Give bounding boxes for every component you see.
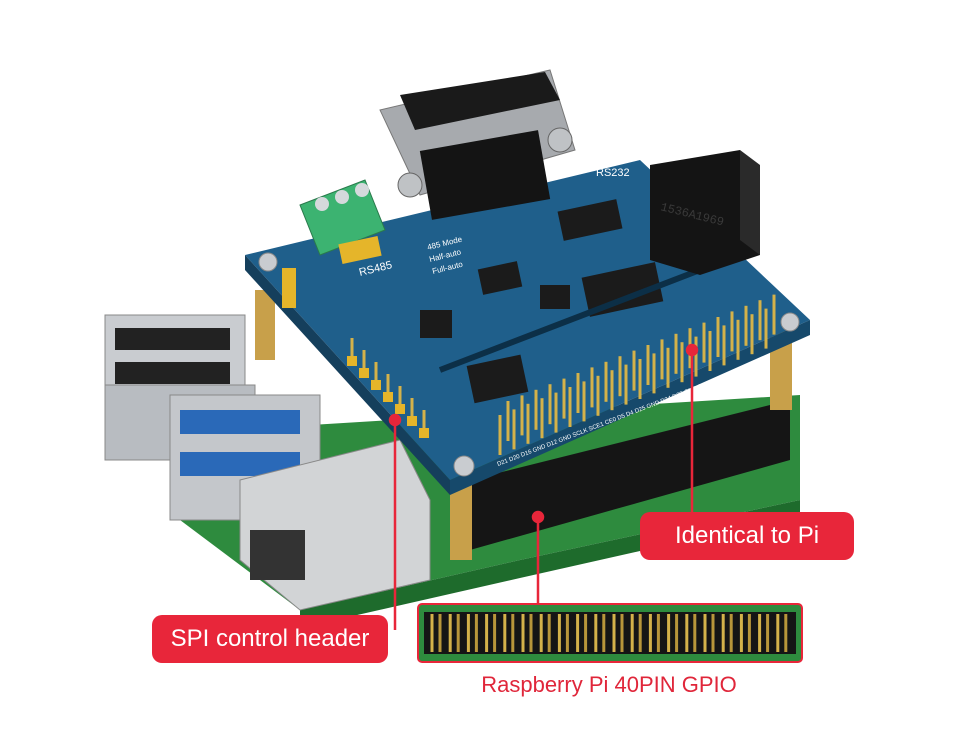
db9-connector-icon [379,69,576,220]
gpio-caption: Raspberry Pi 40PIN GPIO [481,672,737,697]
header-pin-base [395,404,405,414]
spi-header [347,338,429,438]
isolation-module [650,150,760,275]
jumper-block [282,236,382,308]
spi-control-header-callout: SPI control header [152,615,388,663]
header-pin-base [419,428,429,438]
gpio-header-pins [498,294,776,455]
header-pin-base [347,356,357,366]
ethernet-port-icon [239,439,431,611]
header-pin-base [359,368,369,378]
identical-to-pi-callout: Identical to Pi [640,512,854,560]
header-pin-base [383,392,393,402]
header-pin-base [407,416,417,426]
terminal-block [299,179,386,256]
callout-pointers [388,343,699,630]
stacking-header [470,400,790,550]
header-pin-base [371,380,381,390]
gpio-inset [417,603,803,663]
rs232-label: RS232 [596,167,630,179]
standoffs [255,290,792,560]
